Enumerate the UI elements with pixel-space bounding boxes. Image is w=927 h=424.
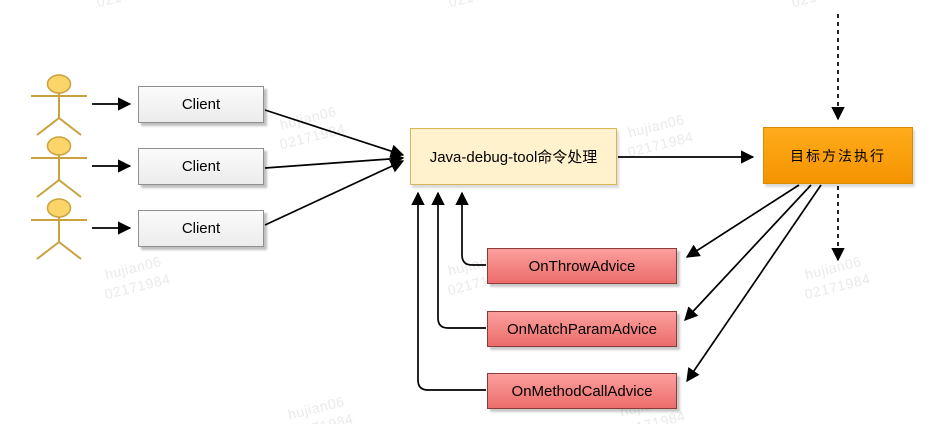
actor-icon [31,198,87,260]
edge-target-to-onmatchparam [684,184,812,321]
edge-target-to-onthrow [685,184,800,258]
actor-icon [31,74,87,136]
node-java-debug-tool-processor: Java-debug-tool命令处理 [410,128,617,185]
edge-client2-to-processor [264,152,405,169]
node-client-3: Client [138,210,264,247]
edge-client3-to-processor [264,159,405,226]
node-client-2: Client [138,148,264,185]
actor-icon [31,136,87,198]
node-on-method-call-advice: OnMethodCallAdvice [487,373,677,409]
edge-target-to-onmethodcall [686,184,822,383]
node-on-match-param-advice: OnMatchParamAdvice [487,311,677,347]
node-target-method-execution: 目标方法执行 [763,127,913,184]
node-on-throw-advice: OnThrowAdvice [487,248,677,284]
node-client-1: Client [138,86,264,123]
